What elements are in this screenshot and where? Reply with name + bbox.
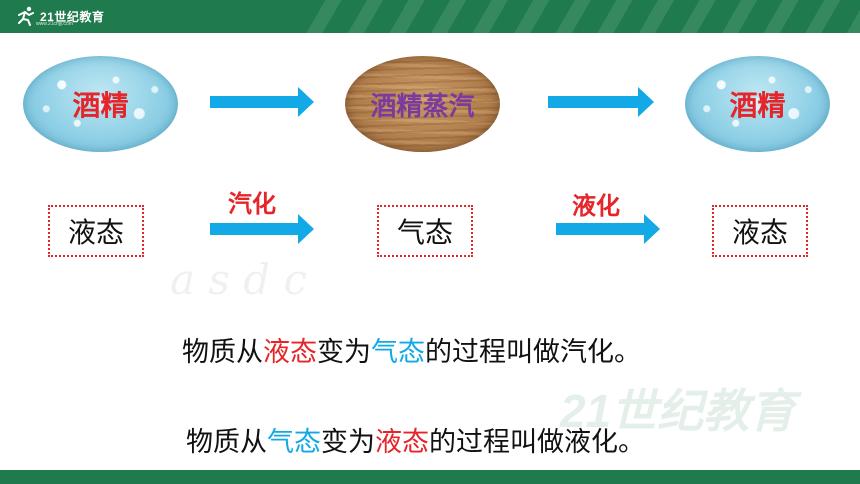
state-box-liquid-right: 液态 xyxy=(712,205,808,257)
arrow-bottom-1 xyxy=(210,214,314,244)
s1-liquid: 液态 xyxy=(263,337,317,368)
arrow-top-1 xyxy=(210,87,314,117)
header-stripes xyxy=(300,0,860,33)
s1-part-e: 的过程叫做汽化。 xyxy=(425,337,641,368)
footer-bar xyxy=(0,470,860,484)
s1-gas: 气态 xyxy=(371,337,425,368)
vaporization-definition: 物质从液态变为气态的过程叫做汽化。 xyxy=(182,330,641,369)
state-box-liquid-left: 液态 xyxy=(48,205,144,257)
alcohol-liquid-ellipse-right: 酒精 xyxy=(685,56,830,152)
state-box-gas: 气态 xyxy=(377,205,473,257)
s2-part-e: 的过程叫做液化。 xyxy=(429,427,645,458)
s2-part-a: 物质从 xyxy=(186,427,267,458)
arrow-top-2 xyxy=(548,87,654,117)
s2-part-c: 变为 xyxy=(321,427,375,458)
state-liquid-left: 液态 xyxy=(67,216,124,249)
runner-icon xyxy=(18,6,34,26)
alcohol-label-left: 酒精 xyxy=(72,89,129,122)
header-bar: 21世纪教育 www.21cnjy.com xyxy=(0,0,860,33)
arrow-bottom-2 xyxy=(556,214,660,244)
liquefaction-label: 液化 xyxy=(572,191,620,220)
alcohol-label-right: 酒精 xyxy=(729,89,786,122)
alcohol-vapor-ellipse: 酒精蒸汽 xyxy=(345,56,500,152)
brand-site: www.21cnjy.com xyxy=(36,21,73,27)
vaporization-label: 汽化 xyxy=(228,189,276,218)
s2-gas: 气态 xyxy=(267,427,321,458)
state-gas: 气态 xyxy=(396,216,453,249)
state-liquid-right: 液态 xyxy=(731,216,788,249)
alcohol-liquid-ellipse: 酒精 xyxy=(23,56,178,152)
s1-part-a: 物质从 xyxy=(182,337,263,368)
liquefaction-definition: 物质从气态变为液态的过程叫做液化。 xyxy=(186,420,645,459)
s2-liquid: 液态 xyxy=(375,427,429,458)
brand-logo[interactable]: 21世纪教育 www.21cnjy.com xyxy=(16,5,104,27)
watermark-logo: 21世纪教育 xyxy=(560,385,796,437)
brand-name: 21世纪教育 xyxy=(40,9,105,24)
s1-part-c: 变为 xyxy=(317,337,371,368)
background-decoration: a s d c xyxy=(170,255,308,304)
alcohol-vapor-label: 酒精蒸汽 xyxy=(370,91,475,122)
